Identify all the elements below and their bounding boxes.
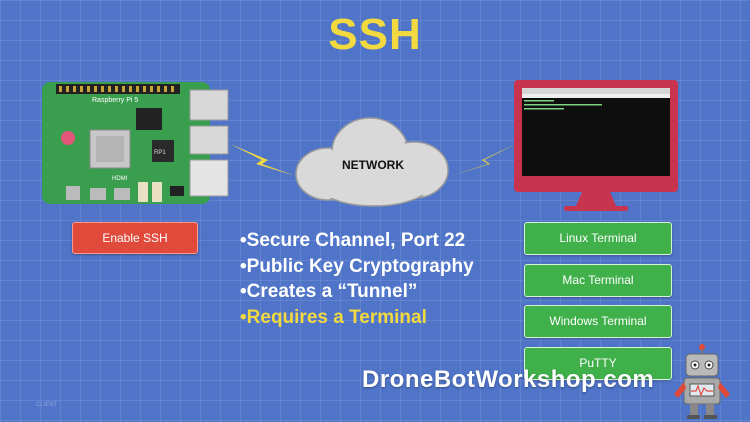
- feature-bullet-list: •Secure Channel, Port 22 •Public Key Cry…: [240, 228, 520, 330]
- windows-terminal-button[interactable]: Windows Terminal: [524, 305, 672, 338]
- lightning-bolt-icon: [450, 144, 516, 176]
- enable-ssh-button[interactable]: Enable SSH: [72, 222, 198, 254]
- corner-label: CLIENT: [36, 402, 58, 408]
- raspberry-pi-board-icon: Raspberry Pi 5 RP1 HDMI: [42, 82, 229, 204]
- network-label: NETWORK: [342, 158, 404, 172]
- board-brand-text: Raspberry Pi 5: [92, 97, 138, 104]
- board-hdmi-text: HDMI: [112, 176, 128, 182]
- board-chip-text: RP1: [154, 150, 166, 156]
- bullet-item-highlight: •Requires a Terminal: [240, 306, 427, 328]
- lightning-bolt-icon: [230, 144, 296, 176]
- putty-button[interactable]: PuTTY: [524, 347, 672, 380]
- bullet-item: •Secure Channel, Port 22: [240, 230, 466, 251]
- robot-mascot-icon: [674, 344, 730, 419]
- bullet-item: •Creates a “Tunnel”: [240, 281, 418, 302]
- site-watermark: DroneBotWorkshop.com: [362, 366, 655, 393]
- network-cloud-icon: [295, 117, 449, 207]
- bullet-item: •Public Key Cryptography: [240, 255, 474, 277]
- page-title: SSH: [328, 10, 422, 59]
- mac-terminal-button[interactable]: Mac Terminal: [524, 264, 672, 297]
- linux-terminal-button[interactable]: Linux Terminal: [524, 222, 672, 255]
- monitor-terminal-icon: [514, 80, 678, 211]
